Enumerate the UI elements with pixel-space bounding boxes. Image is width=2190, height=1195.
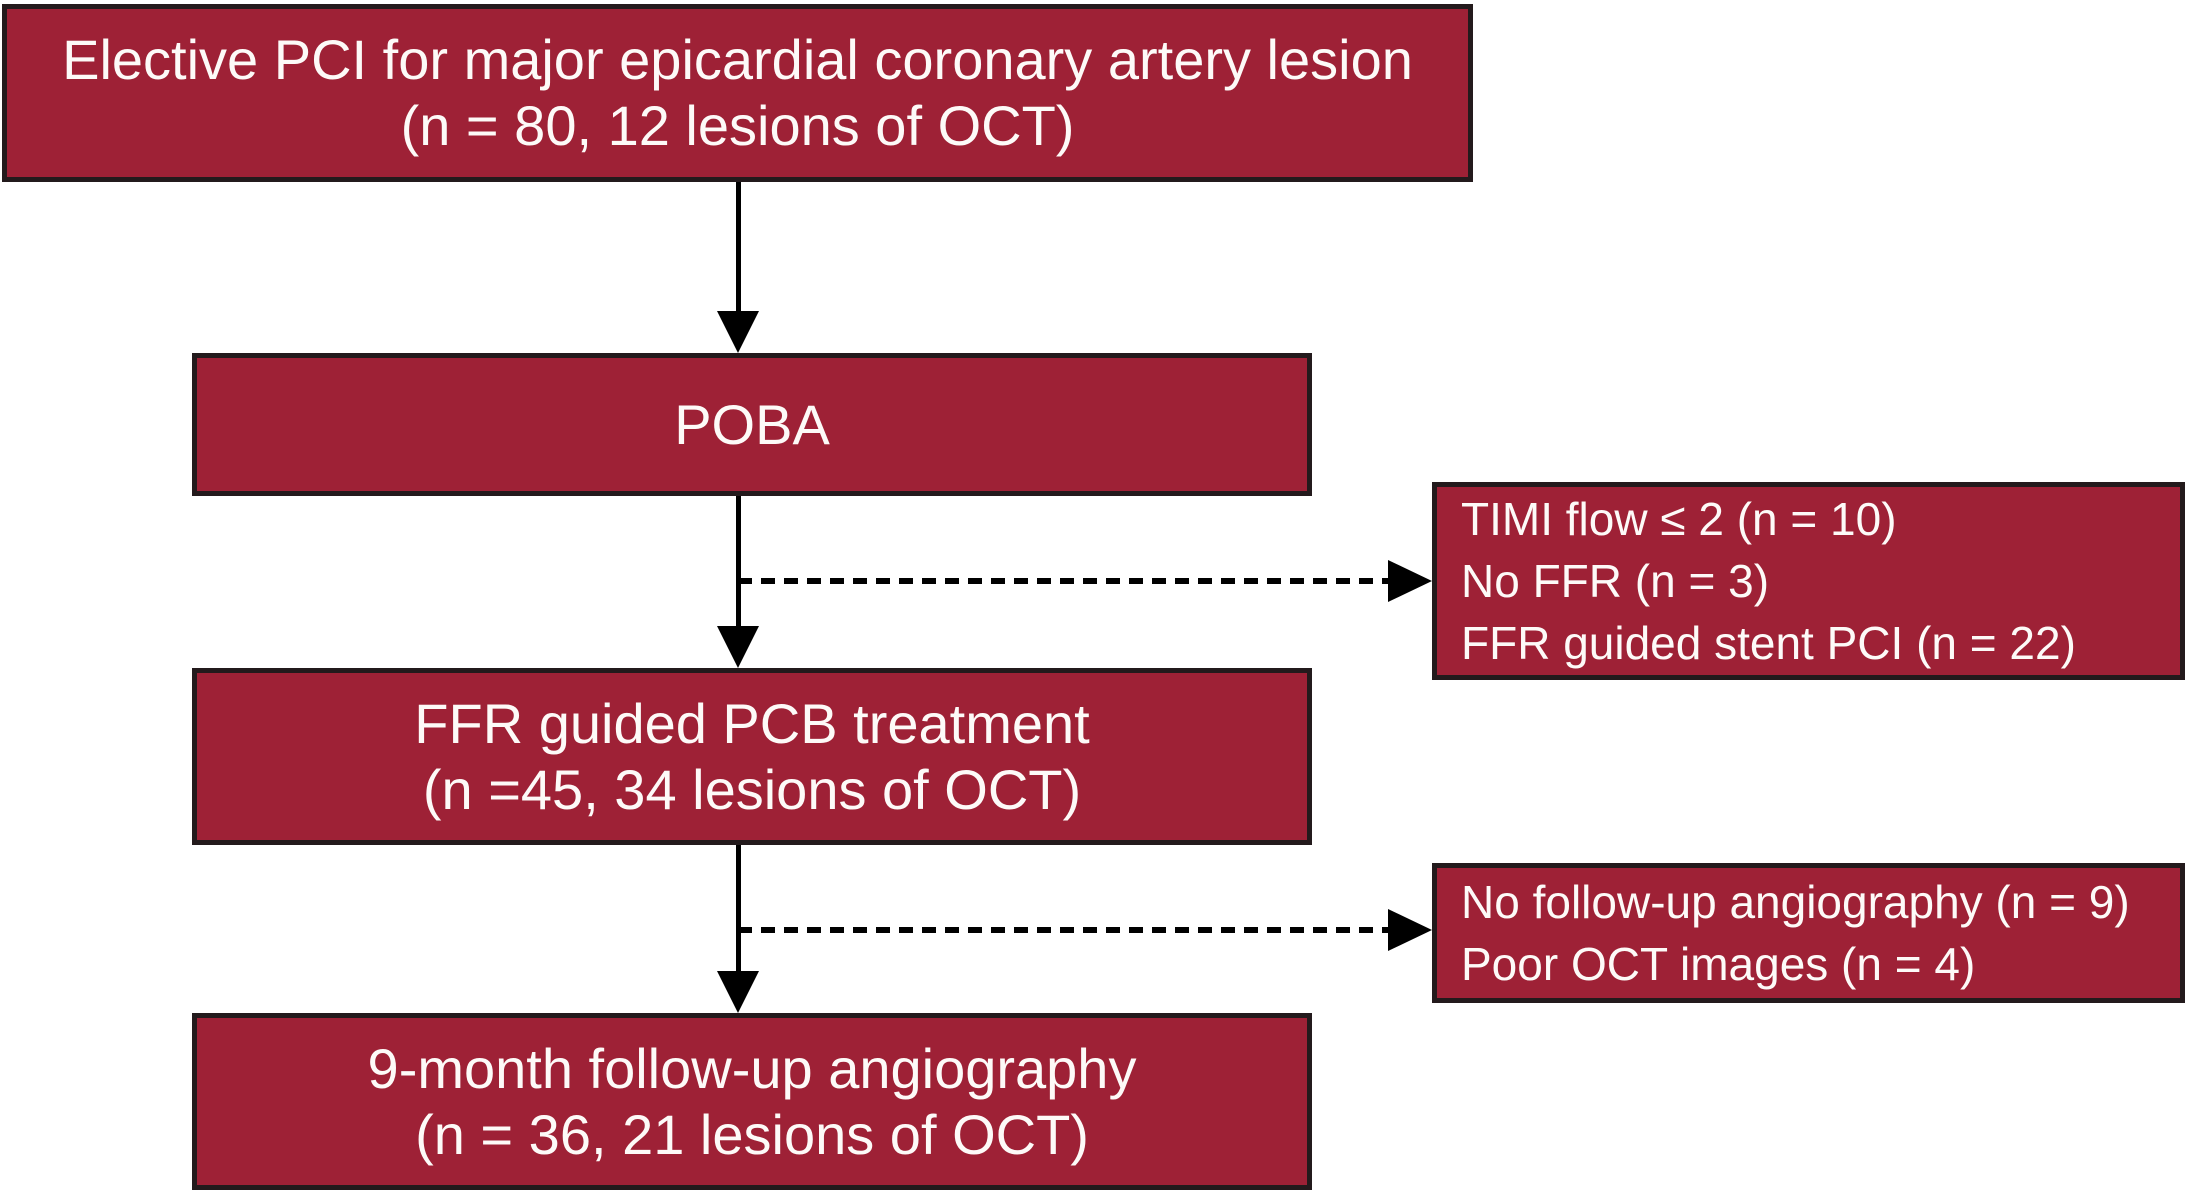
flow-box-line: POBA xyxy=(674,392,830,456)
exclusion-line: FFR guided stent PCI (n = 22) xyxy=(1461,617,2076,669)
exclusion-line: No follow-up angiography (n = 9) xyxy=(1461,876,2130,928)
dashed-arrow-pcb-exclusions-line xyxy=(738,927,1392,933)
dashed-arrow-poba-exclusions-line xyxy=(738,578,1392,584)
flow-box-line: Elective PCI for major epicardial corona… xyxy=(62,28,1413,91)
flow-box-ffr-guided-pcb: FFR guided PCB treatment (n =45, 34 lesi… xyxy=(192,668,1312,845)
flow-box-poba: POBA xyxy=(192,353,1312,496)
flow-box-followup-angiography: 9-month follow-up angiography (n = 36, 2… xyxy=(192,1013,1312,1190)
arrow-elective-to-poba-line xyxy=(736,182,741,318)
flow-box-line: 9-month follow-up angiography xyxy=(367,1036,1137,1100)
dashed-arrow-poba-exclusions-head-icon xyxy=(1388,560,1432,602)
flow-box-line: (n = 80, 12 lesions of OCT) xyxy=(400,94,1075,157)
arrow-elective-to-poba-head-icon xyxy=(717,311,759,353)
exclusion-box-after-poba: TIMI flow ≤ 2 (n = 10) No FFR (n = 3) FF… xyxy=(1432,482,2185,680)
exclusion-line: TIMI flow ≤ 2 (n = 10) xyxy=(1461,493,1897,545)
arrow-pcb-to-followup-head-icon xyxy=(717,971,759,1013)
flow-box-line: (n =45, 34 lesions of OCT) xyxy=(422,757,1082,821)
exclusion-box-after-pcb: No follow-up angiography (n = 9) Poor OC… xyxy=(1432,863,2185,1003)
exclusion-line: Poor OCT images (n = 4) xyxy=(1461,938,1976,990)
exclusion-line: No FFR (n = 3) xyxy=(1461,555,1770,607)
flow-box-line: (n = 36, 21 lesions of OCT) xyxy=(415,1102,1089,1166)
arrow-poba-to-pcb-head-icon xyxy=(717,626,759,668)
arrow-poba-to-pcb-line xyxy=(736,496,741,632)
dashed-arrow-pcb-exclusions-head-icon xyxy=(1388,909,1432,951)
flow-box-elective-pci: Elective PCI for major epicardial corona… xyxy=(2,4,1473,182)
flow-box-line: FFR guided PCB treatment xyxy=(414,691,1090,755)
arrow-pcb-to-followup-line xyxy=(736,845,741,977)
